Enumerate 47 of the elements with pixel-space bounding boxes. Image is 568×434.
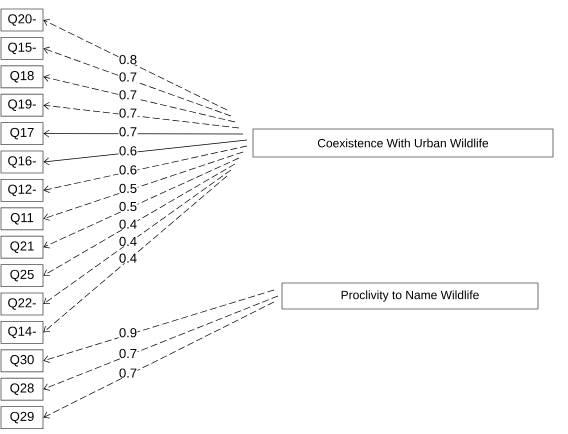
- arrow: [43, 302, 274, 419]
- edge-label: 0.4: [118, 219, 138, 230]
- arrow: [43, 164, 236, 276]
- edge-label: 0.7: [118, 348, 138, 359]
- arrow: [43, 290, 274, 363]
- edge-label: 0.7: [118, 368, 138, 378]
- edge-label: 0.7: [118, 108, 138, 118]
- item-box: Q15-: [0, 37, 44, 60]
- edge-label: 0.6: [118, 164, 138, 175]
- edge-label: 0.7: [118, 126, 138, 137]
- item-box: Q21: [0, 236, 44, 259]
- arrow: [43, 146, 248, 193]
- arrow: [43, 152, 244, 221]
- arrow: [43, 296, 278, 391]
- edge-label: 0.4: [118, 253, 138, 264]
- edge-label: 0.5: [118, 183, 138, 194]
- edge-label: 0.4: [118, 236, 138, 247]
- item-box: Q29: [0, 406, 44, 429]
- item-box: Q28: [0, 378, 44, 401]
- factor-box: Coexistence With Urban Wildlife: [252, 128, 554, 158]
- edge-label: 0.7: [118, 90, 138, 100]
- edge-label: 0.9: [118, 328, 138, 338]
- item-box: Q30: [0, 349, 44, 372]
- arrow: [43, 46, 232, 116]
- item-box: Q17: [0, 122, 44, 145]
- item-box: Q11: [0, 207, 44, 230]
- arrow: [43, 74, 236, 122]
- arrow: [43, 170, 232, 304]
- edge-label: 0.6: [118, 146, 138, 156]
- arrow: [43, 158, 240, 248]
- item-box: Q19-: [0, 94, 44, 117]
- arrow: [43, 130, 244, 138]
- edge-label: 0.5: [118, 201, 138, 212]
- arrow: [43, 140, 248, 166]
- factor-box: Proclivity to Name Wildlife: [282, 282, 538, 310]
- item-box: Q14-: [0, 321, 44, 344]
- edge-label: 0.7: [118, 72, 138, 82]
- item-box: Q16-: [0, 150, 44, 174]
- arrow: [43, 176, 228, 332]
- item-box: Q25: [0, 264, 44, 287]
- edge-label: 0.8: [118, 54, 138, 65]
- item-box: Q22-: [0, 292, 44, 316]
- item-box: Q18: [0, 65, 44, 88]
- item-box: Q12-: [0, 179, 44, 202]
- arrow: [43, 18, 228, 110]
- item-box: Q20-: [0, 8, 44, 32]
- arrow: [43, 102, 240, 128]
